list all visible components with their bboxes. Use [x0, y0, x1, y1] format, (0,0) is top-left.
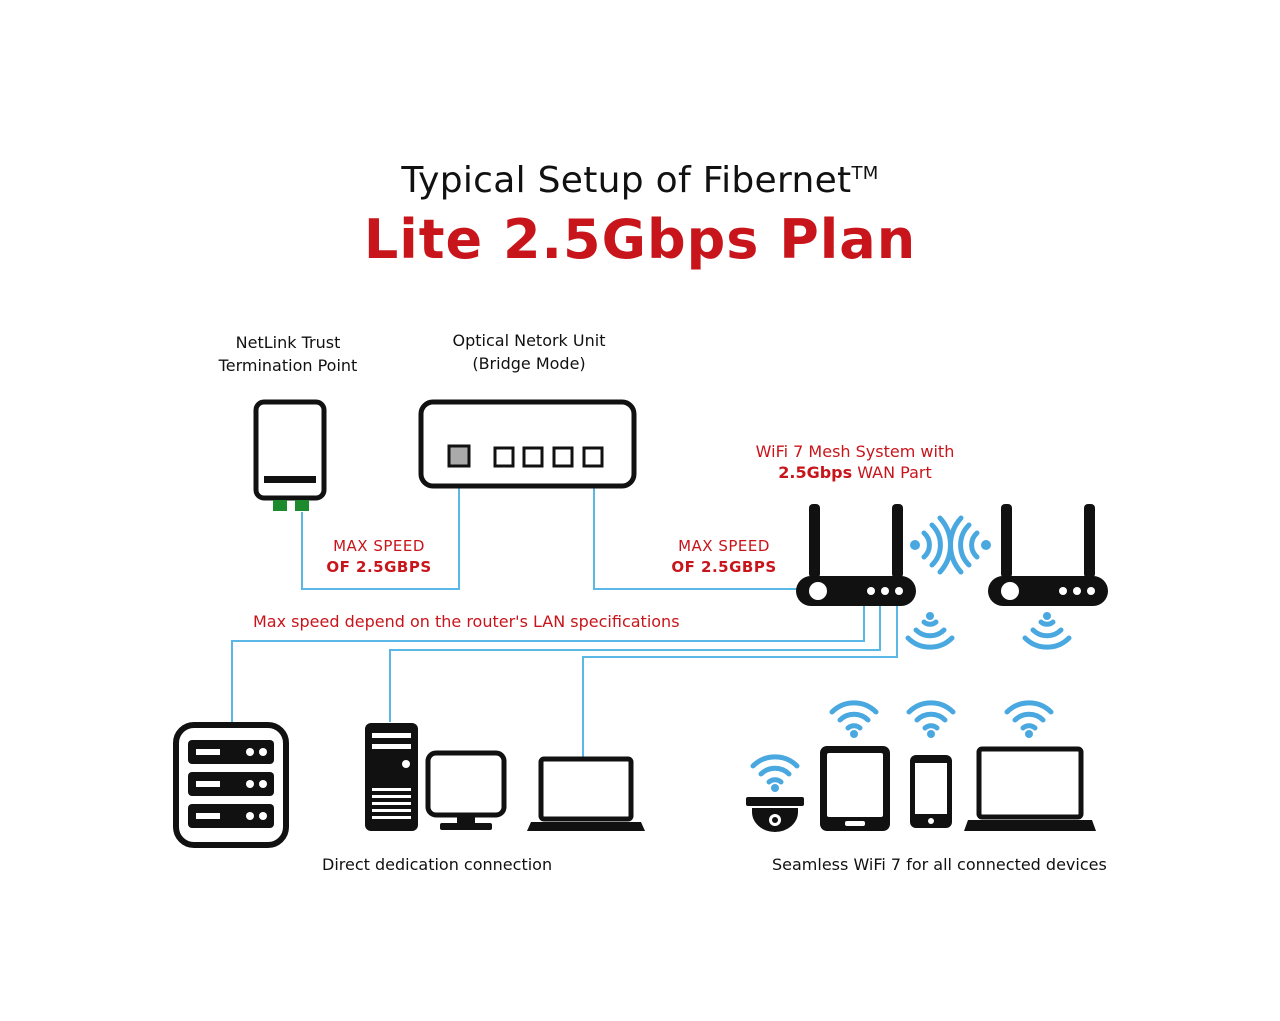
connection-lines: [231, 470, 898, 757]
router-icon: [796, 504, 916, 606]
link-router-laptop: [582, 604, 898, 757]
ntp-box-icon: [253, 399, 327, 511]
router-icon: [988, 504, 1108, 606]
wifi-icon: [1007, 703, 1051, 738]
wifi-icon: [753, 757, 797, 792]
tablet-icon: [820, 746, 890, 831]
server-icon: [173, 722, 289, 848]
wifi-icon: [1025, 612, 1069, 647]
security-camera-icon: [746, 797, 804, 832]
smartphone-icon: [910, 755, 952, 828]
desktop-pc-icon: [365, 723, 507, 831]
laptop-icon: [527, 756, 645, 831]
mesh-label: WiFi 7 Mesh System with 2.5Gbps WAN Part: [755, 442, 955, 482]
onu-icon: [418, 399, 637, 489]
caption-wired: Direct dedication connection: [322, 855, 553, 874]
link-onu-router: [593, 470, 800, 590]
link-ntp-onu: [301, 470, 460, 590]
wifi-icon: [908, 612, 952, 647]
caption-wireless: Seamless WiFi 7 for all connected device…: [772, 855, 1107, 874]
wifi-icon: [832, 703, 876, 738]
laptop-icon: [964, 746, 1096, 831]
diagram-title-line2: Lite 2.5Gbps Plan: [363, 208, 917, 271]
lan-note: Max speed depend on the router's LAN spe…: [253, 612, 680, 631]
diagram-title-line1: Typical Setup of FibernetTM: [401, 160, 879, 201]
mesh-signal-icon: [910, 515, 991, 575]
link-router-server: [231, 604, 865, 722]
wifi-icon: [909, 703, 953, 738]
onu-label: Optical Netork Unit(Bridge Mode): [452, 331, 606, 373]
link-router-desktop: [389, 604, 881, 722]
